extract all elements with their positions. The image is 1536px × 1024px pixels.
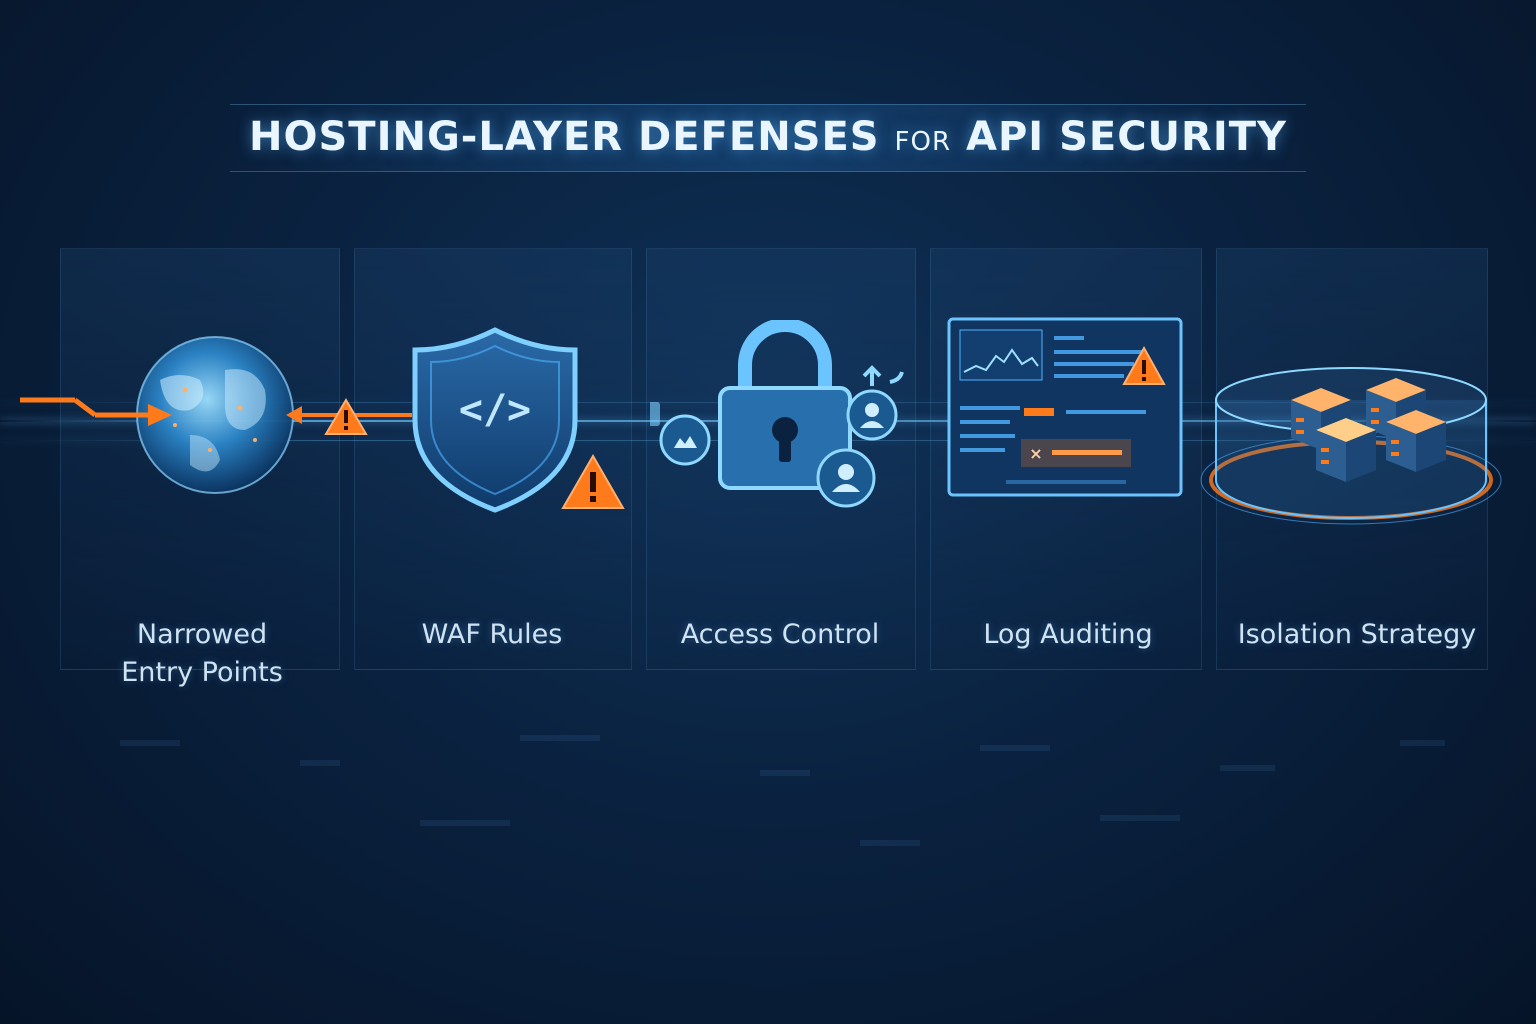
- svg-text:</>: </>: [459, 387, 531, 433]
- step-label-narrowed-entry-points: Narrowed Entry Points: [60, 616, 344, 692]
- page-title: HOSTING-LAYER DEFENSES FOR API SECURITY: [0, 110, 1536, 169]
- server-rack-icon: [1316, 418, 1376, 482]
- server-rack-icon: [1386, 410, 1446, 472]
- padlock-icon: [650, 320, 904, 508]
- warning-icon: [324, 398, 368, 435]
- globe-icon: [20, 336, 412, 494]
- svg-text:×: ×: [1029, 444, 1042, 463]
- user-badge-icon: [816, 448, 876, 508]
- warning-icon: [1122, 345, 1166, 385]
- step-label-access-control: Access Control: [646, 616, 914, 654]
- step-label-line: Entry Points: [121, 657, 283, 688]
- user-badge-icon: [659, 414, 711, 466]
- step-label-line: Access Control: [680, 619, 880, 650]
- warning-icon: [561, 453, 625, 509]
- step-label-line: WAF Rules: [421, 619, 563, 650]
- title-connector: FOR: [894, 127, 952, 157]
- isolated-servers-icon: [1200, 367, 1502, 525]
- step-label-isolation-strategy: Isolation Strategy: [1216, 616, 1498, 654]
- title-main: HOSTING-LAYER DEFENSES: [249, 114, 880, 160]
- title-band: [230, 104, 1306, 172]
- title-tail: API SECURITY: [965, 114, 1287, 160]
- shield-code-icon: </>: [412, 327, 625, 513]
- step-label-log-auditing: Log Auditing: [930, 616, 1206, 654]
- step-label-waf-rules: WAF Rules: [354, 616, 630, 654]
- user-badge-icon: [846, 389, 898, 441]
- step-label-line: Log Auditing: [983, 619, 1153, 650]
- step-label-line: Narrowed: [136, 619, 268, 650]
- step-label-line: Isolation Strategy: [1237, 619, 1477, 650]
- log-dashboard-icon: ×: [947, 317, 1183, 497]
